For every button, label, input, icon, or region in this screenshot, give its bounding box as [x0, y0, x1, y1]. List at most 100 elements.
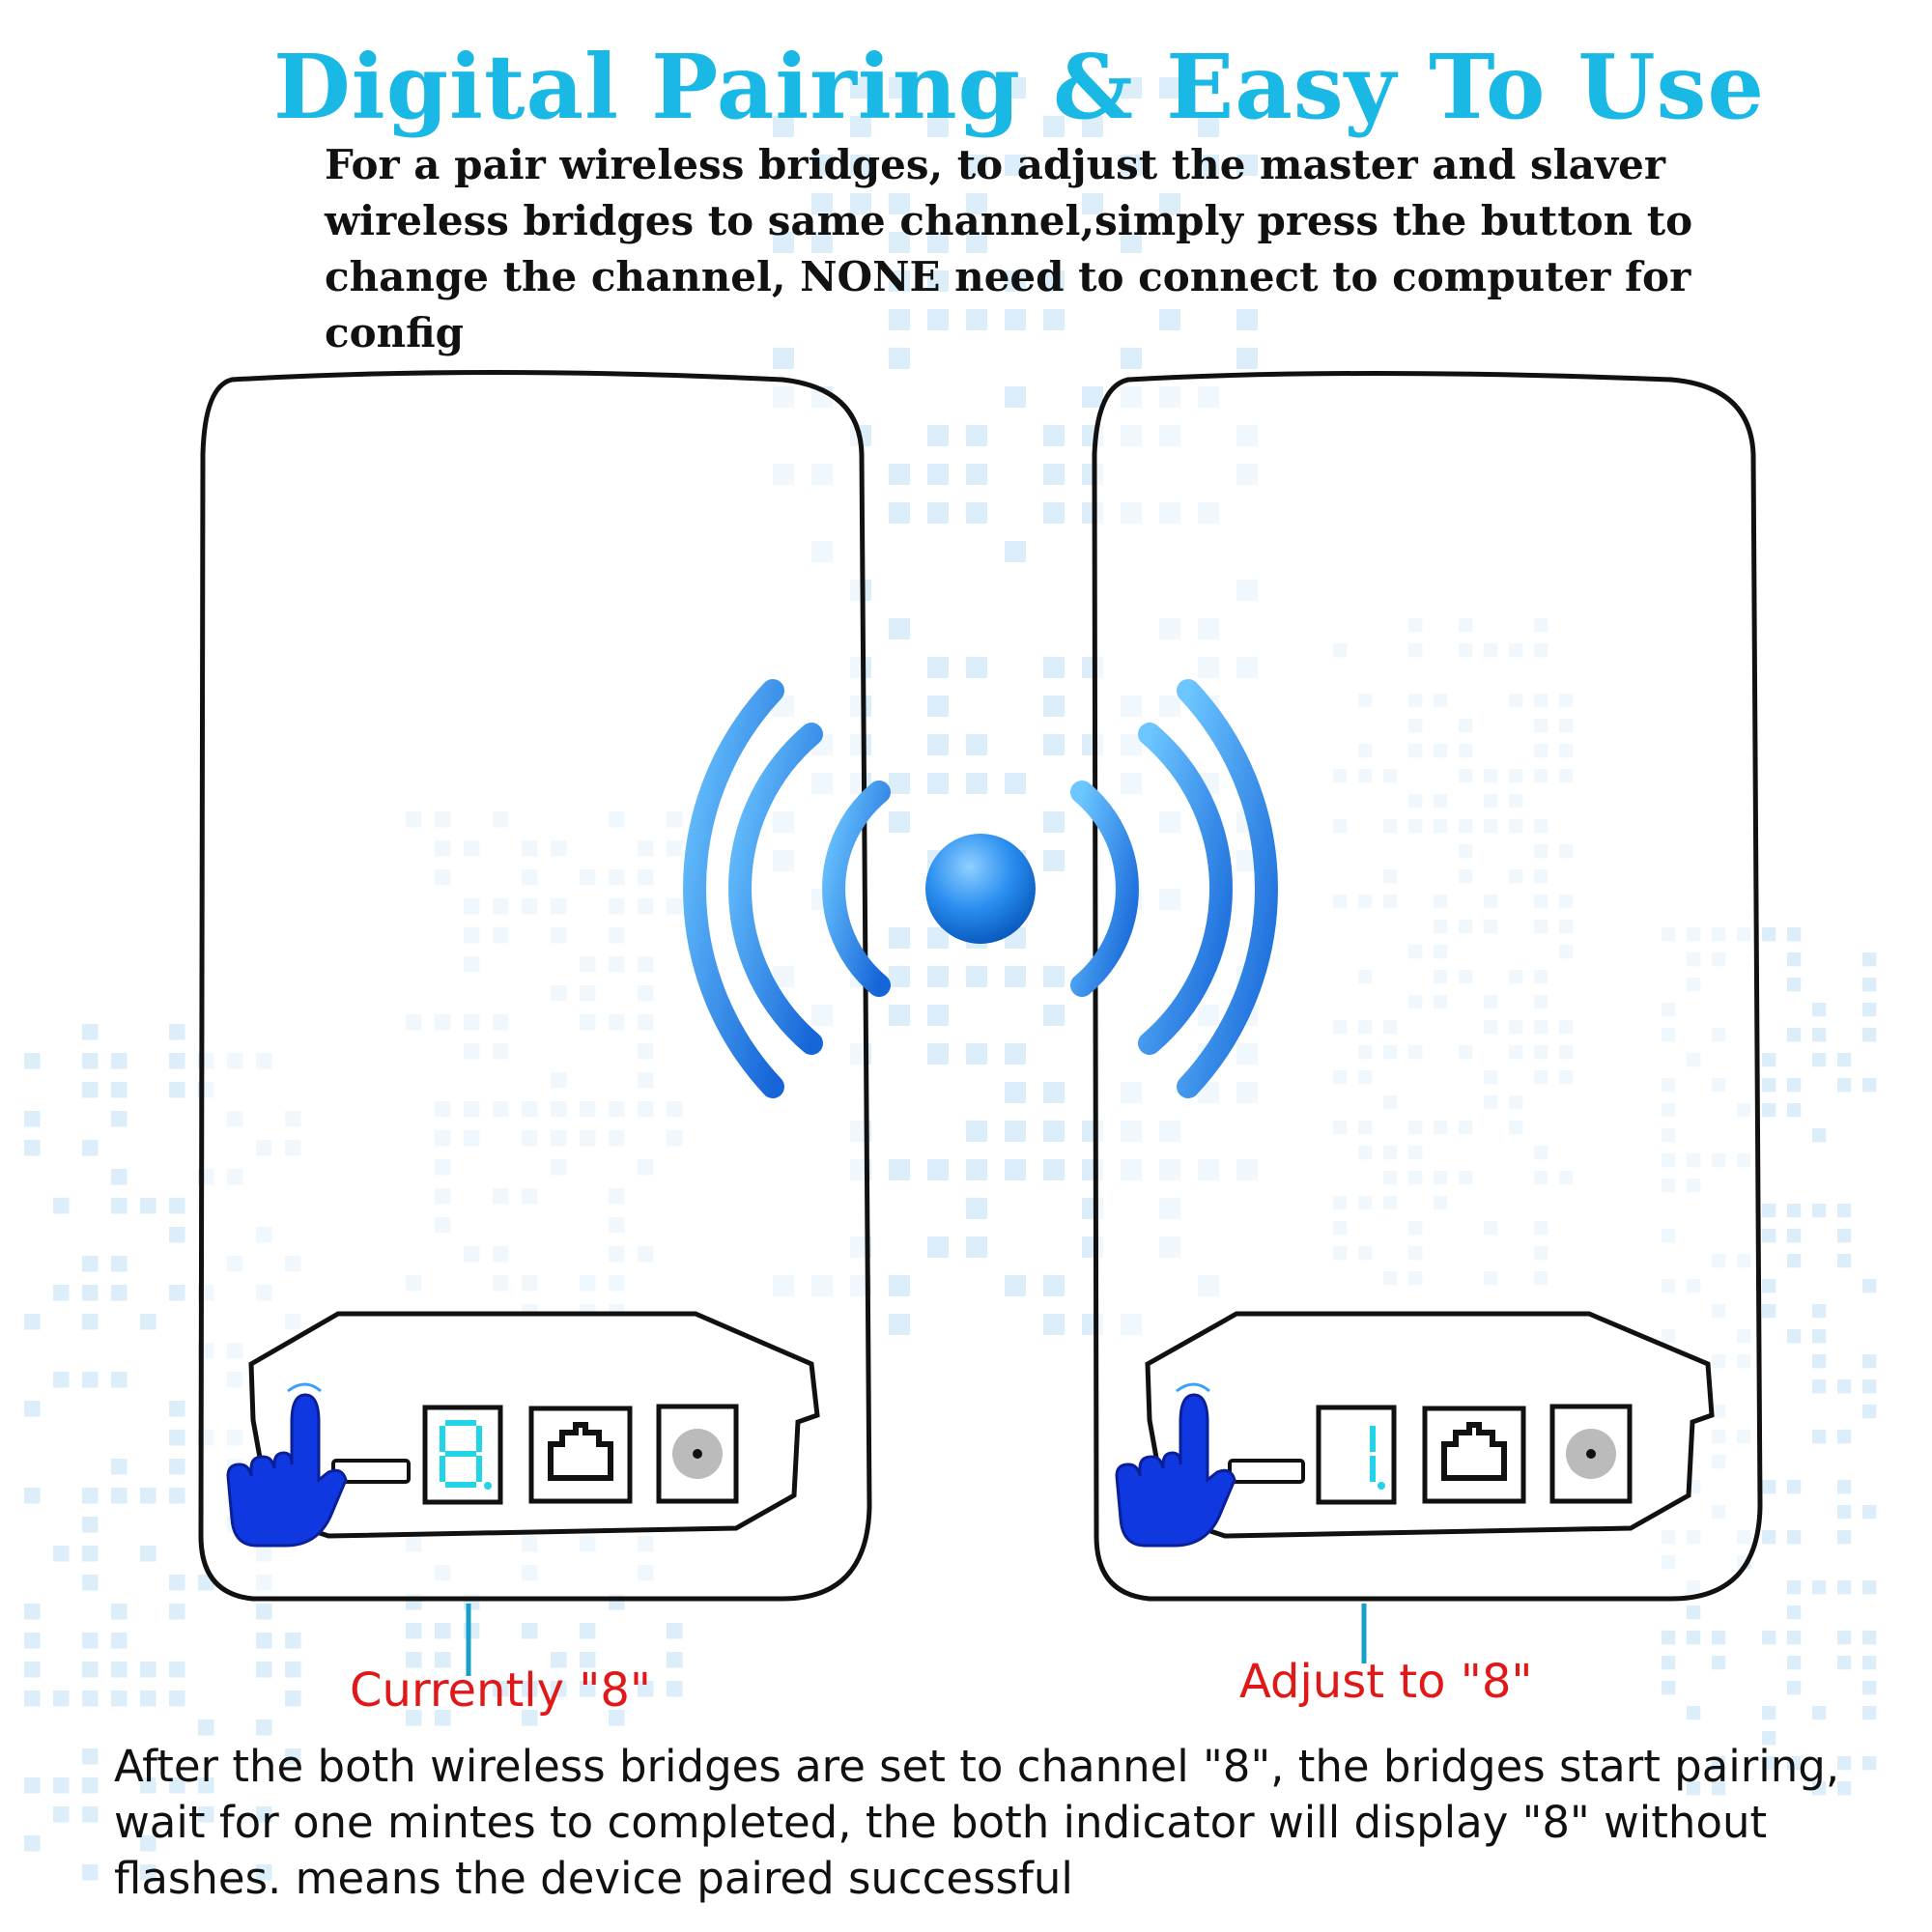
- background-pixel: [1837, 1756, 1852, 1771]
- segment-f: [440, 1426, 445, 1452]
- background-pixel: [1043, 270, 1065, 292]
- background-pixel: [966, 1236, 987, 1258]
- background-pixel: [1837, 1430, 1852, 1444]
- background-pixel: [1005, 1121, 1026, 1142]
- background-pixel: [522, 1623, 538, 1639]
- background-pixel: [24, 1633, 41, 1649]
- background-pixel: [1687, 1706, 1701, 1720]
- background-pixel: [82, 1372, 99, 1388]
- background-pixel: [169, 1227, 185, 1243]
- background-pixel: [111, 1198, 128, 1214]
- background-pixel: [1236, 348, 1258, 369]
- background-pixel: [927, 425, 949, 446]
- background-pixel: [889, 773, 910, 794]
- background-pixel: [1787, 1656, 1802, 1670]
- background-pixel: [24, 1053, 41, 1069]
- background-pixel: [1762, 1731, 1776, 1746]
- background-pixel: [1812, 1304, 1827, 1319]
- background-pixel: [927, 1236, 949, 1258]
- background-pixel: [1837, 1781, 1852, 1796]
- background-pixel: [1862, 1003, 1877, 1017]
- background-pixel: [889, 966, 910, 987]
- background-pixel: [1236, 155, 1258, 176]
- background-pixel: [24, 1314, 41, 1330]
- background-pixel: [1862, 952, 1877, 967]
- power-port-icon: [656, 1404, 739, 1504]
- right-seven-segment-display: [1316, 1405, 1397, 1505]
- background-pixel: [1762, 1103, 1776, 1118]
- background-pixel: [773, 116, 794, 137]
- background-pixel: [1812, 1354, 1827, 1369]
- segment-c: [1370, 1456, 1376, 1482]
- background-pixel: [1762, 927, 1776, 942]
- background-pixel: [927, 309, 949, 330]
- background-pixel: [53, 1777, 70, 1794]
- background-pixel: [966, 155, 987, 176]
- background-pixel: [1121, 348, 1142, 369]
- left-seven-segment-display: [422, 1405, 503, 1505]
- background-pixel: [1005, 1159, 1026, 1180]
- background-pixel: [551, 1681, 567, 1697]
- background-pixel: [1005, 773, 1026, 794]
- background-pixel: [53, 1690, 70, 1707]
- background-pixel: [82, 1082, 99, 1098]
- background-pixel: [1662, 1631, 1676, 1645]
- background-pixel: [850, 77, 871, 99]
- background-pixel: [140, 1777, 156, 1794]
- background-pixel: [1812, 1003, 1827, 1017]
- background-pixel: [111, 1285, 128, 1301]
- background-pixel: [1198, 155, 1219, 176]
- background-pixel: [140, 1198, 156, 1214]
- decimal-point: [1378, 1482, 1385, 1490]
- background-pixel: [889, 77, 910, 99]
- background-pixel: [1837, 1053, 1852, 1067]
- background-pixel: [889, 193, 910, 214]
- background-pixel: [82, 1140, 99, 1156]
- background-pixel: [889, 232, 910, 253]
- power-port-icon: [1549, 1404, 1633, 1504]
- background-pixel: [927, 773, 949, 794]
- background-pixel: [1787, 1631, 1802, 1645]
- background-pixel: [169, 1082, 185, 1098]
- background-pixel: [580, 1681, 596, 1697]
- background-pixel: [966, 1159, 987, 1180]
- background-pixel: [1082, 386, 1103, 408]
- background-pixel: [285, 1690, 301, 1707]
- background-pixel: [1762, 1204, 1776, 1218]
- background-pixel: [850, 193, 871, 214]
- background-pixel: [111, 1633, 128, 1649]
- background-pixel: [1787, 1254, 1802, 1268]
- background-pixel: [435, 1652, 451, 1668]
- background-pixel: [1862, 1631, 1877, 1645]
- background-pixel: [1862, 1379, 1877, 1394]
- background-pixel: [1043, 1159, 1065, 1180]
- background-pixel: [169, 1285, 185, 1301]
- background-pixel: [256, 1864, 272, 1881]
- background-pixel: [111, 1111, 128, 1127]
- background-pixel: [1787, 1530, 1802, 1545]
- background-pixel: [1837, 1631, 1852, 1645]
- background-pixel: [522, 1710, 538, 1726]
- background-pixel: [82, 1024, 99, 1040]
- background-pixel: [1787, 1480, 1802, 1494]
- background-pixel: [1005, 309, 1026, 330]
- background-pixel: [1787, 1103, 1802, 1118]
- background-pixel: [927, 1159, 949, 1180]
- background-pixel: [82, 1256, 99, 1272]
- background-pixel: [1862, 1580, 1877, 1595]
- background-pixel: [1043, 734, 1065, 755]
- background-pixel: [82, 1748, 99, 1765]
- background-pixel: [1043, 116, 1065, 137]
- background-pixel: [966, 1198, 987, 1219]
- right-channel-button[interactable]: [1228, 1459, 1305, 1484]
- background-pixel: [256, 1633, 272, 1649]
- background-pixel: [111, 1488, 128, 1504]
- pairing-instructions: After the both wireless bridges are set …: [114, 1741, 1840, 1904]
- background-pixel: [1662, 1681, 1676, 1695]
- background-pixel: [1837, 1580, 1852, 1595]
- background-pixel: [82, 1633, 99, 1649]
- background-pixel: [169, 1401, 185, 1417]
- background-pixel: [1762, 1480, 1776, 1494]
- background-pixel: [24, 1690, 41, 1707]
- background-pixel: [1862, 1681, 1877, 1695]
